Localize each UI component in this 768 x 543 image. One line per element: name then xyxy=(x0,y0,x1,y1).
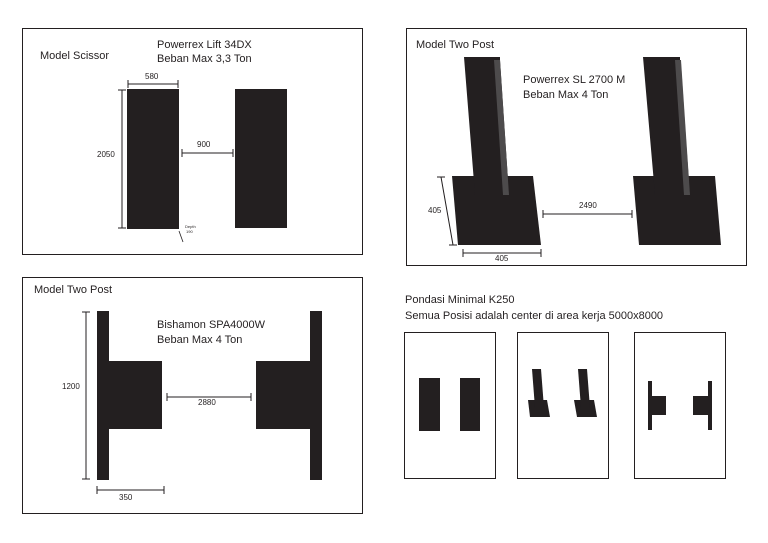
bishamon-dim-gap-label: 2880 xyxy=(198,398,216,407)
scissor-product-load: Beban Max 3,3 Ton xyxy=(157,53,252,65)
bishamon-post-right xyxy=(310,311,322,480)
bishamon-arm-left xyxy=(109,361,162,429)
powerrex-dim-base-label: 405 xyxy=(495,254,509,263)
thumbnail-scissor-shapes xyxy=(419,378,480,431)
powerrex-post-left xyxy=(452,57,541,245)
twopost-bishamon-product-load: Beban Max 4 Ton xyxy=(157,334,243,346)
scissor-dim-gap-line xyxy=(181,149,234,157)
bishamon-dim-gap-line xyxy=(166,393,252,401)
scissor-dim-depth-line xyxy=(178,230,184,243)
bishamon-arm-right xyxy=(256,361,310,429)
twopost-bishamon-product-name: Bishamon SPA4000W xyxy=(157,319,266,331)
scissor-dim-gap-label: 900 xyxy=(197,140,211,149)
scissor-panel-title: Model Scissor xyxy=(40,50,110,62)
foundation-note-title: Pondasi Minimal K250 xyxy=(405,294,515,306)
scissor-dim-width-label: 580 xyxy=(145,72,159,81)
powerrex-post-right xyxy=(633,57,721,245)
powerrex-dim-side-line xyxy=(437,176,457,246)
thumbnail-bishamon-shapes xyxy=(648,381,712,430)
bishamon-dim-height-label: 1200 xyxy=(62,382,80,391)
foundation-note-description: Semua Posisi adalah center di area kerja… xyxy=(405,310,664,322)
scissor-dim-height-label: 2050 xyxy=(97,150,115,159)
scissor-depth-label: Depth xyxy=(185,224,196,229)
thumbnail-powerrex-shapes xyxy=(528,369,597,417)
powerrex-dim-gap-label: 2490 xyxy=(579,201,597,210)
bishamon-dim-height-line xyxy=(82,311,90,480)
twopost-powerrex-product-name: Powerrex SL 2700 M xyxy=(523,74,626,86)
scissor-dim-height-line xyxy=(118,89,126,229)
scissor-depth-value: 190 xyxy=(186,229,193,234)
scissor-platform-right xyxy=(235,89,287,228)
scissor-product-name: Powerrex Lift 34DX xyxy=(157,39,252,51)
bishamon-dim-width-line xyxy=(96,486,165,494)
scissor-platform-left xyxy=(127,89,179,229)
bishamon-post-left xyxy=(97,311,109,480)
powerrex-dim-gap-line xyxy=(542,210,633,218)
scissor-panel xyxy=(22,28,363,255)
twopost-powerrex-title: Model Two Post xyxy=(416,39,495,51)
twopost-powerrex-product-load: Beban Max 4 Ton xyxy=(523,89,609,101)
twopost-bishamon-title: Model Two Post xyxy=(34,284,113,296)
powerrex-dim-base-line xyxy=(462,249,542,257)
powerrex-dim-side-label: 405 xyxy=(428,206,442,215)
scissor-dim-width-line xyxy=(127,80,179,88)
bishamon-dim-width-label: 350 xyxy=(119,493,133,502)
